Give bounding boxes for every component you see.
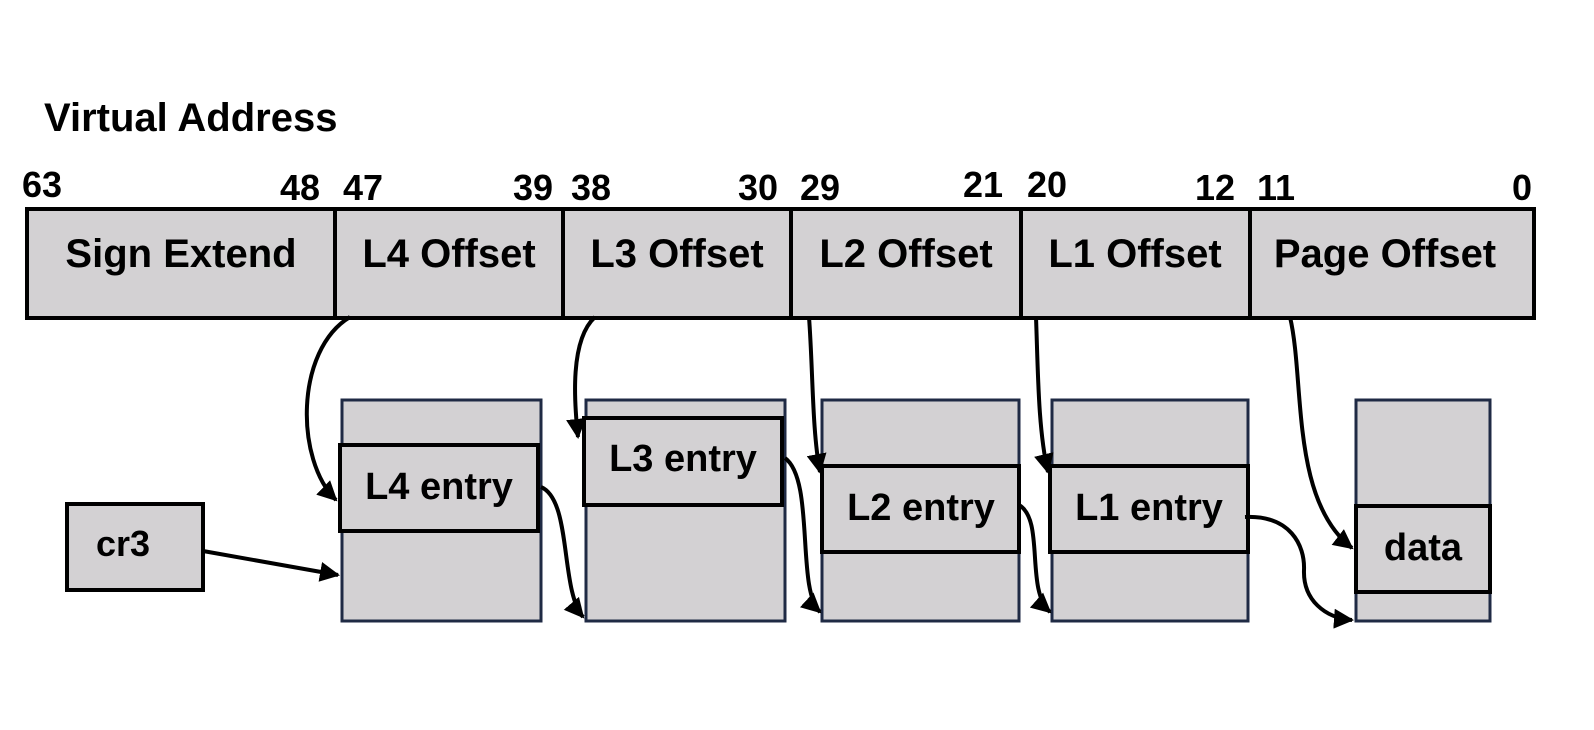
field-label-l4-offset: L4 Offset — [362, 232, 535, 276]
bit-labels: 63 48 47 39 38 30 29 21 20 12 11 0 — [22, 164, 1532, 208]
l1-entry — [1048, 464, 1250, 554]
cr3-label: cr3 — [96, 523, 150, 564]
virtual-address-title: Virtual Address — [44, 96, 337, 140]
arrow-l4-entry-to-l3-table — [539, 485, 585, 619]
bit-label-48: 48 — [280, 167, 320, 208]
bit-label-11: 11 — [1257, 167, 1295, 208]
data-entry — [1354, 504, 1492, 594]
field-l4-offset — [333, 207, 565, 320]
field-label-sign-extend: Sign Extend — [65, 232, 296, 276]
l1-entry-label: L1 entry — [1075, 487, 1223, 529]
data-page: data — [1354, 398, 1492, 623]
arrow-l3-entry-to-l2-table — [783, 456, 822, 614]
bit-label-38: 38 — [571, 167, 611, 208]
arrow-cr3-to-l4-table — [202, 549, 340, 582]
l4-entry — [338, 443, 540, 533]
arrows — [202, 315, 1354, 629]
l4-table: L4 entry — [338, 398, 543, 623]
field-page-offset — [1248, 207, 1536, 320]
field-label-l3-offset: L3 Offset — [590, 232, 763, 276]
field-l3-offset — [561, 207, 793, 320]
arrow-l1-entry-to-data-page — [1244, 514, 1354, 629]
field-l1-offset — [1019, 207, 1252, 320]
data-entry-label: data — [1384, 527, 1463, 569]
l3-entry-label: L3 entry — [609, 438, 757, 480]
l1-table: L1 entry — [1048, 398, 1250, 623]
arrow-l2-entry-to-l1-table — [1017, 503, 1052, 614]
bit-label-30: 30 — [738, 167, 778, 208]
bit-label-21: 21 — [963, 164, 1003, 205]
field-label-l2-offset: L2 Offset — [819, 232, 992, 276]
bit-label-63: 63 — [22, 164, 62, 205]
l2-table: L2 entry — [820, 398, 1021, 623]
arrow-l3-offset-to-l3-entry — [566, 315, 597, 439]
bit-label-39: 39 — [513, 167, 553, 208]
bit-label-20: 20 — [1027, 164, 1067, 205]
l3-entry — [582, 416, 784, 507]
field-label-l1-offset: L1 Offset — [1048, 232, 1221, 276]
arrow-page-offset-to-data — [1288, 316, 1354, 550]
field-sign-extend — [25, 207, 337, 320]
arrow-l4-offset-to-l4-entry — [304, 315, 352, 502]
l2-entry-label: L2 entry — [847, 487, 995, 529]
bit-label-29: 29 — [800, 167, 840, 208]
bit-label-0: 0 — [1512, 167, 1532, 208]
field-label-page-offset: Page Offset — [1274, 232, 1496, 276]
address-field-bar: Sign Extend L4 Offset L3 Offset L2 Offse… — [25, 207, 1536, 320]
l3-table: L3 entry — [582, 398, 787, 623]
arrow-l2-offset-to-l2-entry — [806, 316, 827, 474]
bit-label-12: 12 — [1195, 167, 1235, 208]
bit-label-47: 47 — [343, 167, 383, 208]
arrow-l1-offset-to-l1-entry — [1034, 316, 1054, 474]
l4-entry-label: L4 entry — [365, 466, 513, 508]
l2-entry — [820, 464, 1021, 554]
cr3-register — [65, 502, 205, 592]
